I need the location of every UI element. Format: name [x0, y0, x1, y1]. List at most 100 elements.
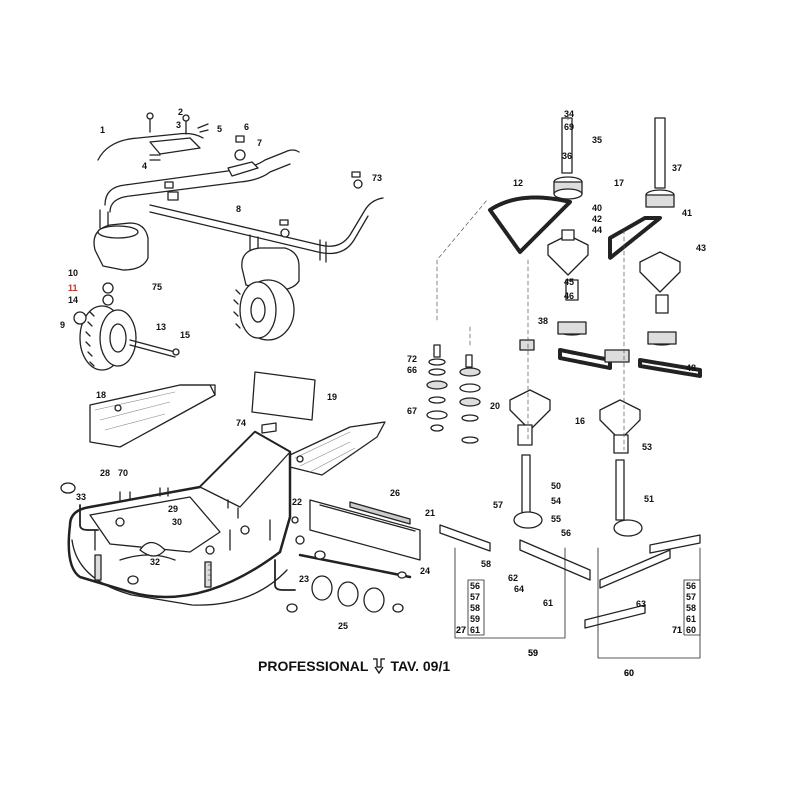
group-right-number: 71	[672, 625, 682, 635]
callout-number: 26	[390, 488, 400, 498]
callout-number: 56	[561, 528, 571, 538]
footer-title: PROFESSIONAL	[258, 658, 369, 674]
mower-deck	[60, 430, 296, 606]
group-left-assembly: 59	[528, 648, 538, 658]
callout-number: 34	[564, 109, 574, 119]
swivel-housing-left	[93, 222, 149, 271]
callout-number: 55	[551, 514, 561, 524]
callout-number: 60	[624, 668, 634, 678]
group-left-number: 27	[456, 625, 466, 635]
diagram-footer: PROFESSIONAL TAV. 09/1	[258, 657, 450, 675]
group-left-item: 57	[470, 592, 480, 602]
callout-number: 59	[528, 648, 538, 658]
wheel-right	[233, 247, 300, 341]
callout-number: 72	[407, 354, 417, 364]
callout-number: 6	[244, 122, 249, 132]
callout-number: 54	[551, 496, 561, 506]
callout-number: 43	[696, 243, 706, 253]
callout-number: 35	[592, 135, 602, 145]
callout-number: 5	[217, 124, 222, 134]
callout-number: 8	[236, 204, 241, 214]
callout-number: 13	[156, 322, 166, 332]
callout-number: 23	[299, 574, 309, 584]
number-plate	[251, 371, 316, 434]
callout-number: 3	[176, 120, 181, 130]
group-left-item: 56	[470, 581, 480, 591]
callout-number: 11	[68, 283, 78, 293]
callout-number: 50	[551, 481, 561, 491]
callout-number: 30	[172, 517, 182, 527]
callout-number: 16	[575, 416, 585, 426]
blade-group-left	[454, 547, 566, 639]
group-right-assembly: 60	[624, 668, 634, 678]
callout-number: 9	[60, 320, 65, 330]
deck-pad-left	[89, 384, 216, 448]
callout-number: 21	[425, 508, 435, 518]
group-right-item: 56	[686, 581, 696, 591]
callout-number: 46	[564, 291, 574, 301]
callout-number: 38	[538, 316, 548, 326]
callout-number: 18	[96, 390, 106, 400]
callout-number: 15	[180, 330, 190, 340]
callout-number: 14	[68, 295, 78, 305]
callout-number: 51	[644, 494, 654, 504]
arrow-down-icon	[373, 658, 386, 675]
callout-number: 66	[407, 365, 417, 375]
spindle-assembly-left	[439, 117, 591, 581]
callout-number: 4	[142, 161, 147, 171]
blade-group-right	[597, 547, 701, 659]
callout-number: 62	[508, 573, 518, 583]
hardware-stacks	[426, 344, 481, 444]
group-right-item: 58	[686, 603, 696, 613]
spindle-assembly-right	[584, 117, 701, 629]
callout-number: 74	[236, 418, 246, 428]
callout-number: 24	[420, 566, 430, 576]
hardware-top-left	[146, 112, 363, 238]
callout-number: 67	[407, 406, 417, 416]
callout-number: 44	[592, 225, 602, 235]
group-left-item: 61	[470, 625, 480, 635]
callout-number: 41	[682, 208, 692, 218]
callout-number: 29	[168, 504, 178, 514]
callout-number: 12	[513, 178, 523, 188]
rear-guard	[286, 499, 421, 613]
callout-number: 2	[178, 107, 183, 117]
callout-number: 7	[257, 138, 262, 148]
callout-number: 37	[672, 163, 682, 173]
callout-number: 73	[372, 173, 382, 183]
callout-number: 64	[514, 584, 524, 594]
group-right-item: 60	[686, 625, 696, 635]
group-left-item: 59	[470, 614, 480, 624]
callout-number: 40	[592, 203, 602, 213]
callout-number: 32	[150, 557, 160, 567]
group-left-item: 58	[470, 603, 480, 613]
callout-number: 22	[292, 497, 302, 507]
callout-number: 58	[481, 559, 491, 569]
callout-number: 33	[76, 492, 86, 502]
callout-number: 20	[490, 401, 500, 411]
drive-belts	[488, 195, 702, 378]
callout-number: 75	[152, 282, 162, 292]
callout-number: 63	[636, 599, 646, 609]
deck-pad-right	[289, 421, 386, 476]
callout-number: 10	[68, 268, 78, 278]
callout-number: 28	[100, 468, 110, 478]
group-right-item: 61	[686, 614, 696, 624]
callout-number: 19	[327, 392, 337, 402]
callout-number: 25	[338, 621, 348, 631]
callout-number: 57	[493, 500, 503, 510]
callout-number: 36	[562, 151, 572, 161]
callout-number: 1	[100, 125, 105, 135]
callout-number: 27	[456, 625, 466, 635]
callout-number: 61	[543, 598, 553, 608]
wheel-left	[73, 282, 180, 371]
group-right-item: 57	[686, 592, 696, 602]
callout-number: 45	[564, 277, 574, 287]
callout-number: 53	[642, 442, 652, 452]
group-right-labels: 56 57 58 61 60 71 60	[624, 581, 696, 678]
group-left-labels: 56 57 58 59 61 27 59	[456, 581, 538, 658]
footer-code: TAV. 09/1	[390, 658, 451, 674]
callout-number: 70	[118, 468, 128, 478]
